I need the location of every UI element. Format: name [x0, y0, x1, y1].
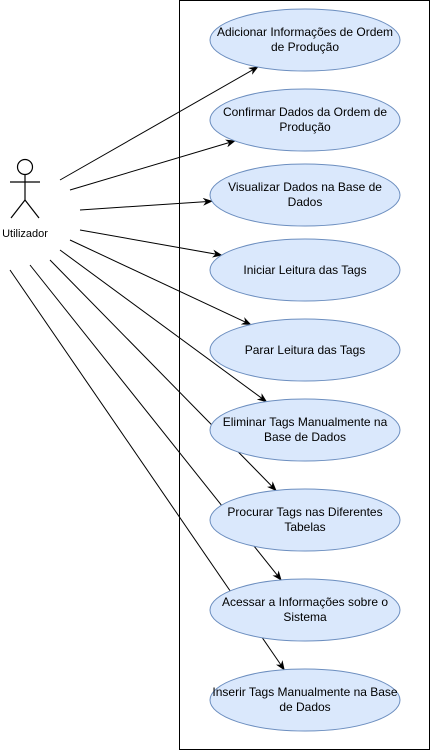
actor-left-leg — [10, 199, 26, 219]
association-arrow — [59, 66, 259, 181]
use-case-ellipse[interactable] — [209, 668, 401, 732]
association-arrow — [79, 197, 213, 211]
association-arrow — [69, 139, 236, 191]
use-case-ellipse[interactable] — [209, 578, 401, 642]
use-case-ellipse[interactable] — [209, 238, 401, 302]
actor-head — [16, 158, 34, 176]
actor-right-leg — [24, 199, 40, 219]
use-case-ellipse[interactable] — [209, 488, 401, 552]
association-arrow — [79, 229, 223, 258]
system-boundary — [179, 0, 430, 750]
association-arrow — [59, 249, 268, 403]
use-case-ellipse[interactable] — [209, 398, 401, 462]
use-cases — [209, 8, 401, 732]
use-case-ellipse[interactable] — [209, 163, 401, 227]
use-case-ellipse[interactable] — [209, 8, 401, 72]
use-case-ellipse[interactable] — [209, 88, 401, 152]
actor-figure — [10, 158, 40, 219]
association-arrow — [49, 259, 277, 492]
actor-label: Utilizador — [2, 228, 48, 240]
use-case-ellipse[interactable] — [209, 318, 401, 382]
association-arrow — [69, 239, 252, 326]
